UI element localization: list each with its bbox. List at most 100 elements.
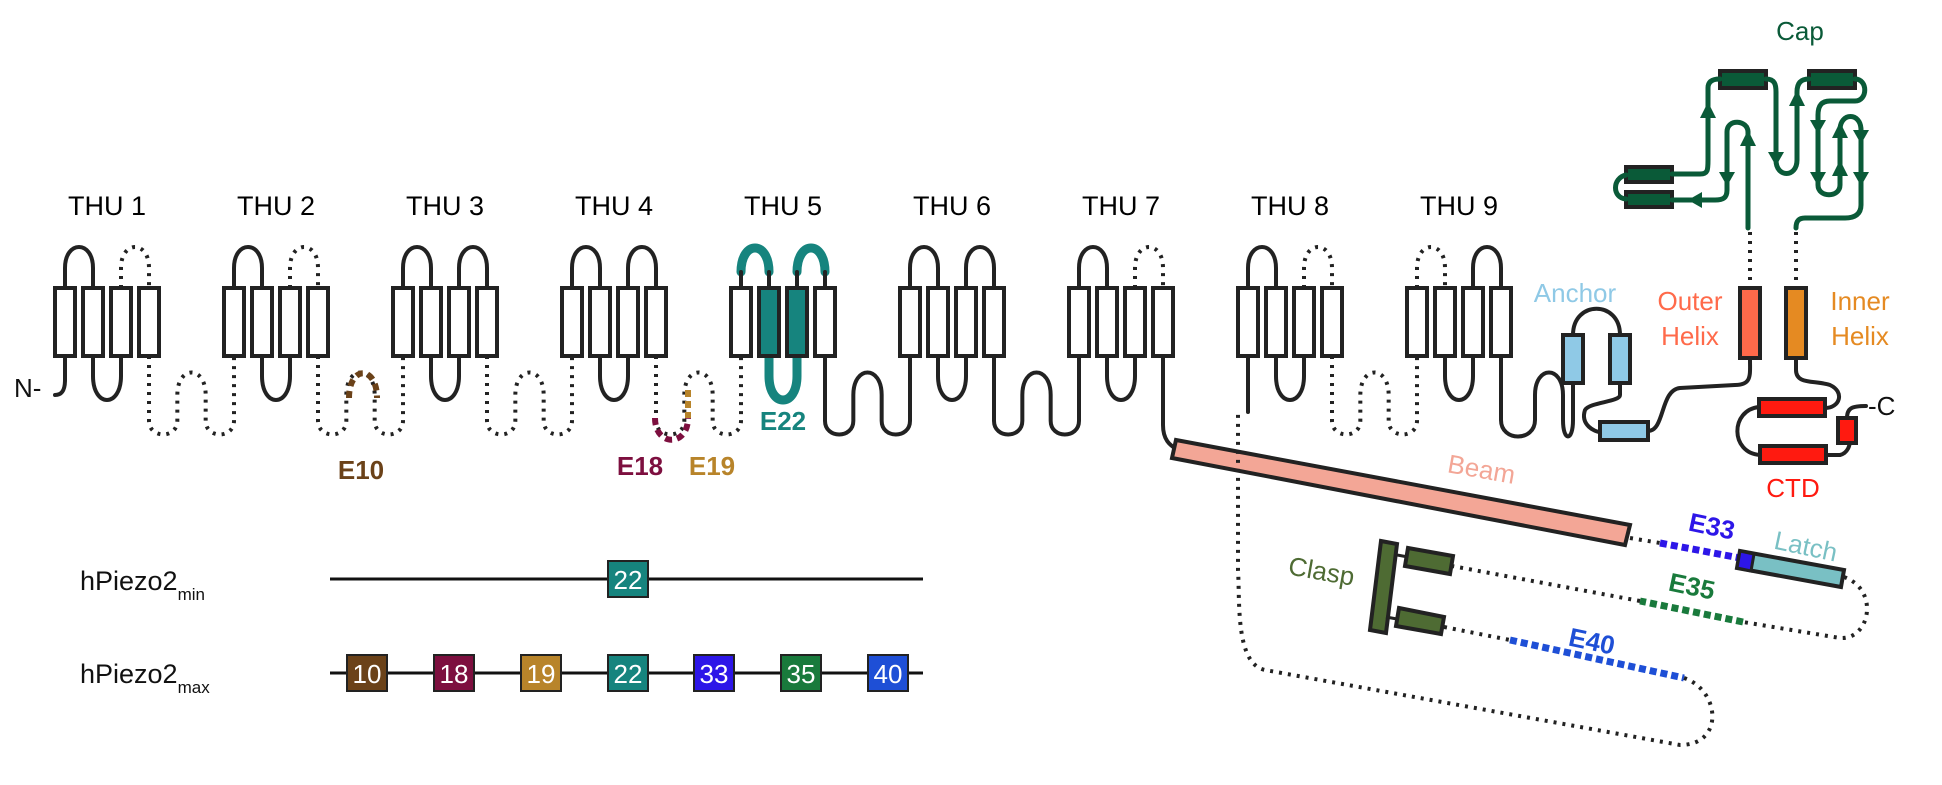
latch-domain: Latch <box>1734 525 1847 590</box>
cap-domain: Cap <box>1613 16 1869 231</box>
isoform-min: hPiezo2min 22 <box>80 560 923 604</box>
intracellular-loop <box>598 354 630 402</box>
transmembrane-helix <box>1405 286 1429 358</box>
outer-helix-label-line2: Helix <box>1661 321 1719 351</box>
exon-box-label: 35 <box>787 659 816 689</box>
transmembrane-helix <box>1433 286 1457 358</box>
transmembrane-helix <box>1095 286 1119 358</box>
linker <box>1499 354 1575 439</box>
transmembrane-helix <box>1292 286 1316 358</box>
exon-box-label: 40 <box>874 659 903 689</box>
transmembrane-helix <box>222 286 246 358</box>
exon-e19-label: E19 <box>689 451 735 481</box>
exon-e10: E10 <box>338 370 384 485</box>
thu-label: THU 5 <box>744 191 822 221</box>
inner-helix-domain: Inner Helix <box>1784 232 1890 360</box>
extracellular-loop <box>908 245 940 290</box>
transmembrane-helix <box>1461 286 1485 358</box>
exon-e22-label: E22 <box>760 406 806 436</box>
intracellular-loop <box>429 354 461 402</box>
extracellular-loop <box>401 245 433 290</box>
intracellular-loop <box>91 354 123 402</box>
transmembrane-helix <box>1264 286 1288 358</box>
extracellular-loop <box>1246 245 1278 290</box>
extracellular-loop <box>232 245 264 290</box>
linker <box>992 354 1081 437</box>
exon-e18-label: E18 <box>617 451 663 481</box>
extracellular-loop <box>964 245 996 290</box>
thu-label: THU 7 <box>1082 191 1160 221</box>
exon-e18: E18 <box>617 417 691 481</box>
thu-label: THU 2 <box>237 191 315 221</box>
c-terminus-label: -C <box>1868 391 1895 421</box>
transmembrane-helix <box>1123 286 1147 358</box>
transmembrane-helix <box>447 286 471 358</box>
exon-box-22 <box>607 560 649 598</box>
extracellular-loop <box>1302 245 1334 288</box>
exon-box-40 <box>867 654 909 692</box>
transmembrane-helix <box>813 286 837 358</box>
exon-e22-loop <box>792 243 830 277</box>
linker <box>1330 356 1419 437</box>
isoform-min-name: hPiezo2min <box>80 566 205 604</box>
transmembrane-helix <box>137 286 161 358</box>
exon-box-33 <box>693 654 735 692</box>
isoform-max-name: hPiezo2max <box>80 659 210 697</box>
exon-e33-label: E33 <box>1686 507 1737 546</box>
exon-e22-loop <box>764 356 802 405</box>
beam-label: Beam <box>1446 448 1518 489</box>
transmembrane-helix <box>1489 286 1513 358</box>
transmembrane-helix <box>954 286 978 358</box>
exon-box-18 <box>433 654 475 692</box>
exon-e22-loop <box>736 243 774 277</box>
exon-box-22 <box>607 654 649 692</box>
intracellular-loop <box>260 354 292 402</box>
transmembrane-helix <box>278 286 302 358</box>
transmembrane-helix <box>982 286 1006 358</box>
extracellular-loop <box>1133 245 1165 288</box>
transmembrane-helix <box>1236 286 1260 358</box>
exon-box-label: 10 <box>353 659 382 689</box>
exon-box-35 <box>780 654 822 692</box>
intracellular-loop <box>1274 354 1306 402</box>
intracellular-loop <box>936 354 968 402</box>
cap-label: Cap <box>1776 16 1824 46</box>
ctd-label: CTD <box>1766 473 1819 503</box>
thu-label: THU 8 <box>1251 191 1329 221</box>
intracellular-loop <box>1105 354 1137 402</box>
thu-label: THU 1 <box>68 191 146 221</box>
thu-label: THU 9 <box>1420 191 1498 221</box>
transmembrane-helix <box>644 286 668 358</box>
outer-helix-domain: Outer Helix <box>1657 232 1762 360</box>
transmembrane-helix <box>1067 286 1091 358</box>
transmembrane-helix <box>757 286 781 358</box>
linker <box>823 354 912 437</box>
extracellular-loop <box>626 245 658 290</box>
exon-box-10 <box>346 654 388 692</box>
linker <box>654 356 743 437</box>
thu-labels: THU 1 THU 2 THU 3 THU 4 THU 5 THU 6 THU … <box>68 191 1498 221</box>
extracellular-loop <box>63 245 95 290</box>
extracellular-loop <box>1077 245 1109 290</box>
extracellular-loop <box>457 245 489 290</box>
n-terminus-label: N- <box>14 373 41 403</box>
ctd-domain: -C CTD <box>1735 356 1895 503</box>
transmembrane-helix <box>391 286 415 358</box>
exon-box-label: 19 <box>527 659 556 689</box>
exon-e40-label: E40 <box>1566 622 1617 661</box>
transmembrane-helix <box>81 286 105 358</box>
extracellular-loop <box>1415 245 1447 288</box>
transmembrane-helix <box>1320 286 1344 358</box>
beam-domain: Beam <box>1169 437 1633 548</box>
clasp-domain: Clasp <box>1286 538 1456 637</box>
inner-helix-label-line2: Helix <box>1831 321 1889 351</box>
exon-e35-label: E35 <box>1666 567 1717 606</box>
intracellular-loop <box>1443 354 1475 402</box>
thu-label: THU 4 <box>575 191 653 221</box>
transmembrane-helix <box>475 286 499 358</box>
exon-e10-label: E10 <box>338 455 384 485</box>
exon-box-19 <box>520 654 562 692</box>
outer-helix-label-line1: Outer <box>1657 286 1722 316</box>
